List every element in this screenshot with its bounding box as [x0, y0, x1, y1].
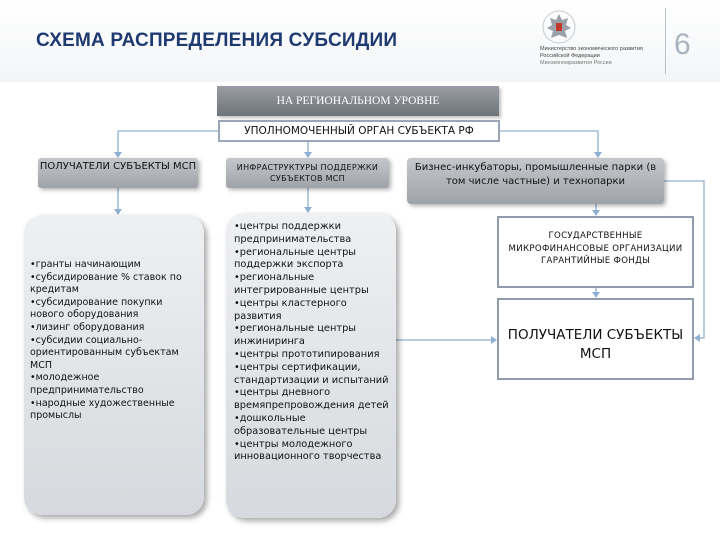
- page-number: 6: [674, 28, 691, 61]
- infrastructure-header-box: ИНФРАСТРУКТУРЫ ПОДДЕРЖКИ СУБЪЕКТОВ МСП: [226, 158, 389, 188]
- ministry-label: Министерство экономического развития Рос…: [540, 46, 665, 67]
- recipients-support-list: •гранты начинающим •субсидирование % ста…: [24, 215, 204, 515]
- slide-header: СХЕМА РАСПРЕДЕЛЕНИЯ СУБСИДИИ Министерств…: [0, 0, 720, 82]
- authorized-body-box: УПОЛНОМОЧЕННЫЙ ОРГАН СУБЪЕКТА РФ: [218, 120, 500, 142]
- ministry-line-3: Минэкономразвития России: [540, 60, 612, 66]
- list-item: •субсидирование % ставок по кредитам: [30, 271, 182, 296]
- microfinance-box: ГОСУДАРСТВЕННЫЕ МИКРОФИНАНСОВЫЕ ОРГАНИЗА…: [497, 216, 694, 288]
- header-background: [0, 0, 720, 82]
- header-divider: [665, 8, 666, 74]
- list-item: •субсидии социально-ориентированным субъ…: [30, 334, 179, 371]
- list-item: •центры прототипирования: [234, 348, 380, 360]
- slide-title: СХЕМА РАСПРЕДЕЛЕНИЯ СУБСИДИИ: [36, 30, 398, 51]
- list-item: •дошкольные образовательные центры: [234, 412, 368, 437]
- ministry-line-2: Российской Федерации: [540, 53, 600, 59]
- list-item: •молодежное предпринимательство: [30, 372, 144, 396]
- list-item: •региональные центры инжиниринга: [234, 323, 357, 348]
- list-item: •центры дневного времяпрепровождения дет…: [234, 387, 389, 412]
- list-item: •центры поддержки предпринимательства: [234, 221, 352, 245]
- list-item: •гранты начинающим: [30, 259, 141, 270]
- coat-of-arms-icon: [542, 10, 576, 44]
- list-item: •центры кластерного развития: [234, 297, 347, 322]
- ministry-line-1: Министерство экономического развития: [540, 46, 643, 52]
- list-item: •центры молодежного инновационного творч…: [234, 438, 382, 463]
- list-item: •народные художественные промыслы: [30, 397, 175, 422]
- regional-level-banner: НА РЕГИОНАЛЬНОМ УРОВНЕ: [217, 86, 499, 116]
- list-item: •региональные центры поддержки экспорта: [234, 246, 357, 271]
- list-item: •лизинг оборудования: [30, 321, 145, 333]
- business-incubators-box: Бизнес-инкубаторы, промышленные парки (в…: [407, 158, 664, 204]
- list-item: •центры сертификации, стандартизации и и…: [234, 361, 389, 386]
- recipients-right-box: ПОЛУЧАТЕЛИ СУБЪЕКТЫ МСП: [497, 298, 694, 380]
- list-item: •региональные интегрированные центры: [234, 272, 369, 296]
- infrastructure-list: •центры поддержки предпринимательства •р…: [226, 213, 396, 518]
- list-item: •субсидирование покупки нового оборудова…: [30, 296, 163, 321]
- recipients-header-box: ПОЛУЧАТЕЛИ СУБЪЕКТЫ МСП: [38, 158, 198, 188]
